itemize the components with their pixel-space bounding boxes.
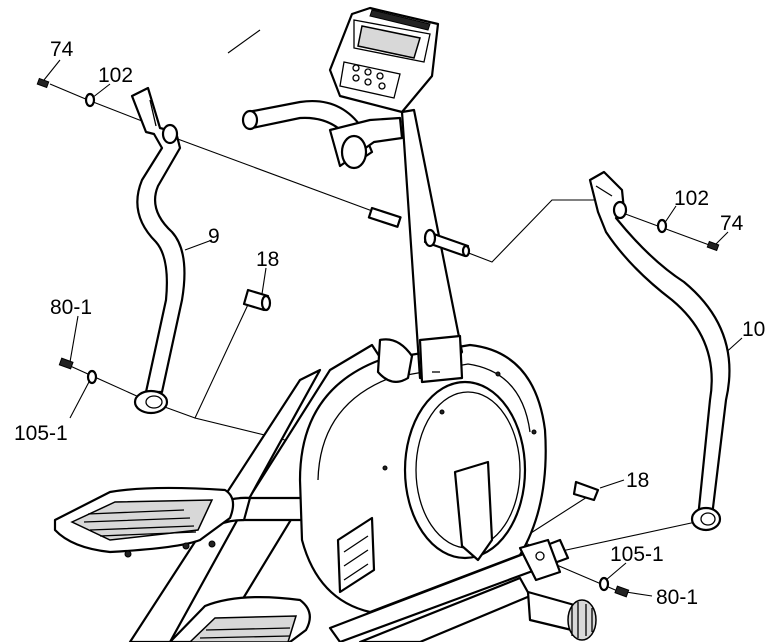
leader-lines xyxy=(49,29,713,593)
callout-102-left: 102 xyxy=(98,64,133,87)
callout-105-1-left: 105-1 xyxy=(14,422,68,445)
left-arm-handlebar xyxy=(130,86,186,415)
pivot-axle xyxy=(367,206,471,258)
callout-80-1-right: 80-1 xyxy=(656,586,698,609)
callout-74-right: 74 xyxy=(720,212,744,235)
part-callouts: 74 102 9 18 80-1 105-1 102 74 10 18 105-… xyxy=(14,38,765,609)
callout-18-left: 18 xyxy=(256,248,279,271)
right-arm-handlebar xyxy=(588,170,731,532)
callout-105-1-right: 105-1 xyxy=(610,543,664,566)
pedal-left-upper xyxy=(53,486,235,558)
mast-and-console xyxy=(241,6,464,384)
callout-74-left: 74 xyxy=(50,38,74,61)
callout-ticks xyxy=(43,59,743,597)
fasteners xyxy=(36,77,720,598)
callout-9: 9 xyxy=(208,225,220,248)
pedal-left-lower xyxy=(168,596,311,642)
callout-102-right: 102 xyxy=(674,187,709,210)
callout-10: 10 xyxy=(742,318,765,341)
callout-80-1-left: 80-1 xyxy=(50,296,92,319)
callout-18-right: 18 xyxy=(626,469,649,492)
main-frame xyxy=(128,343,597,642)
